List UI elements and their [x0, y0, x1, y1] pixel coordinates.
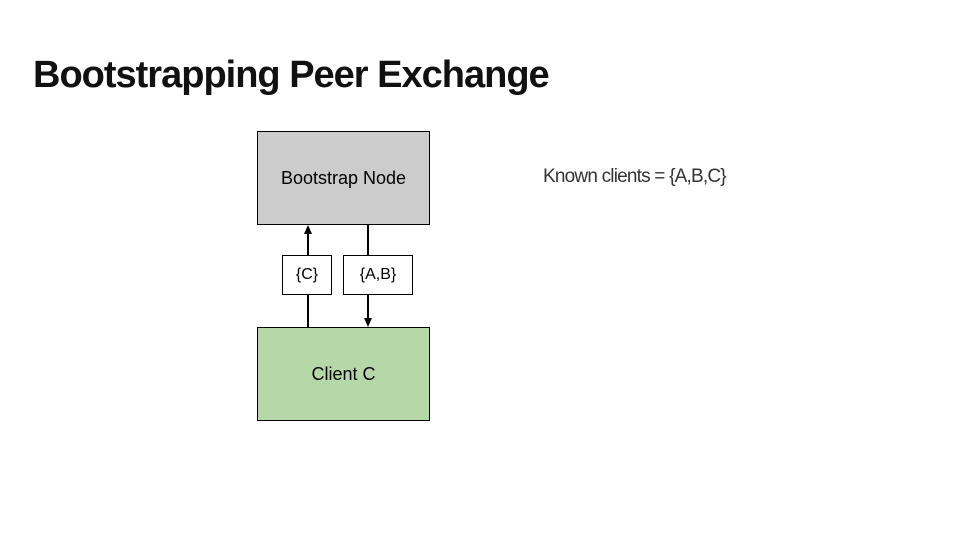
peer-set-ab-box: {A,B} [343, 255, 413, 295]
peer-set-ab-label: {A,B} [359, 266, 397, 283]
client-c-box: Client C [257, 327, 430, 421]
down-arrowhead-icon [363, 318, 372, 327]
client-c-label: Client C [311, 363, 376, 384]
slide-title: Bootstrapping Peer Exchange [33, 54, 550, 96]
bootstrap-node-label: Bootstrap Node [280, 167, 407, 188]
known-clients-annotation: Known clients = {A,B,C} [543, 166, 727, 187]
peer-set-c-label: {C} [295, 266, 319, 283]
peer-set-c-box: {C} [282, 255, 332, 295]
up-arrow-line-upper [307, 233, 309, 255]
up-arrowhead-icon [303, 224, 312, 234]
down-arrow-line-lower [367, 295, 369, 319]
bootstrap-node-box: Bootstrap Node [257, 131, 430, 225]
up-arrow-line-lower [307, 295, 309, 327]
down-arrow-line-upper [367, 225, 369, 255]
